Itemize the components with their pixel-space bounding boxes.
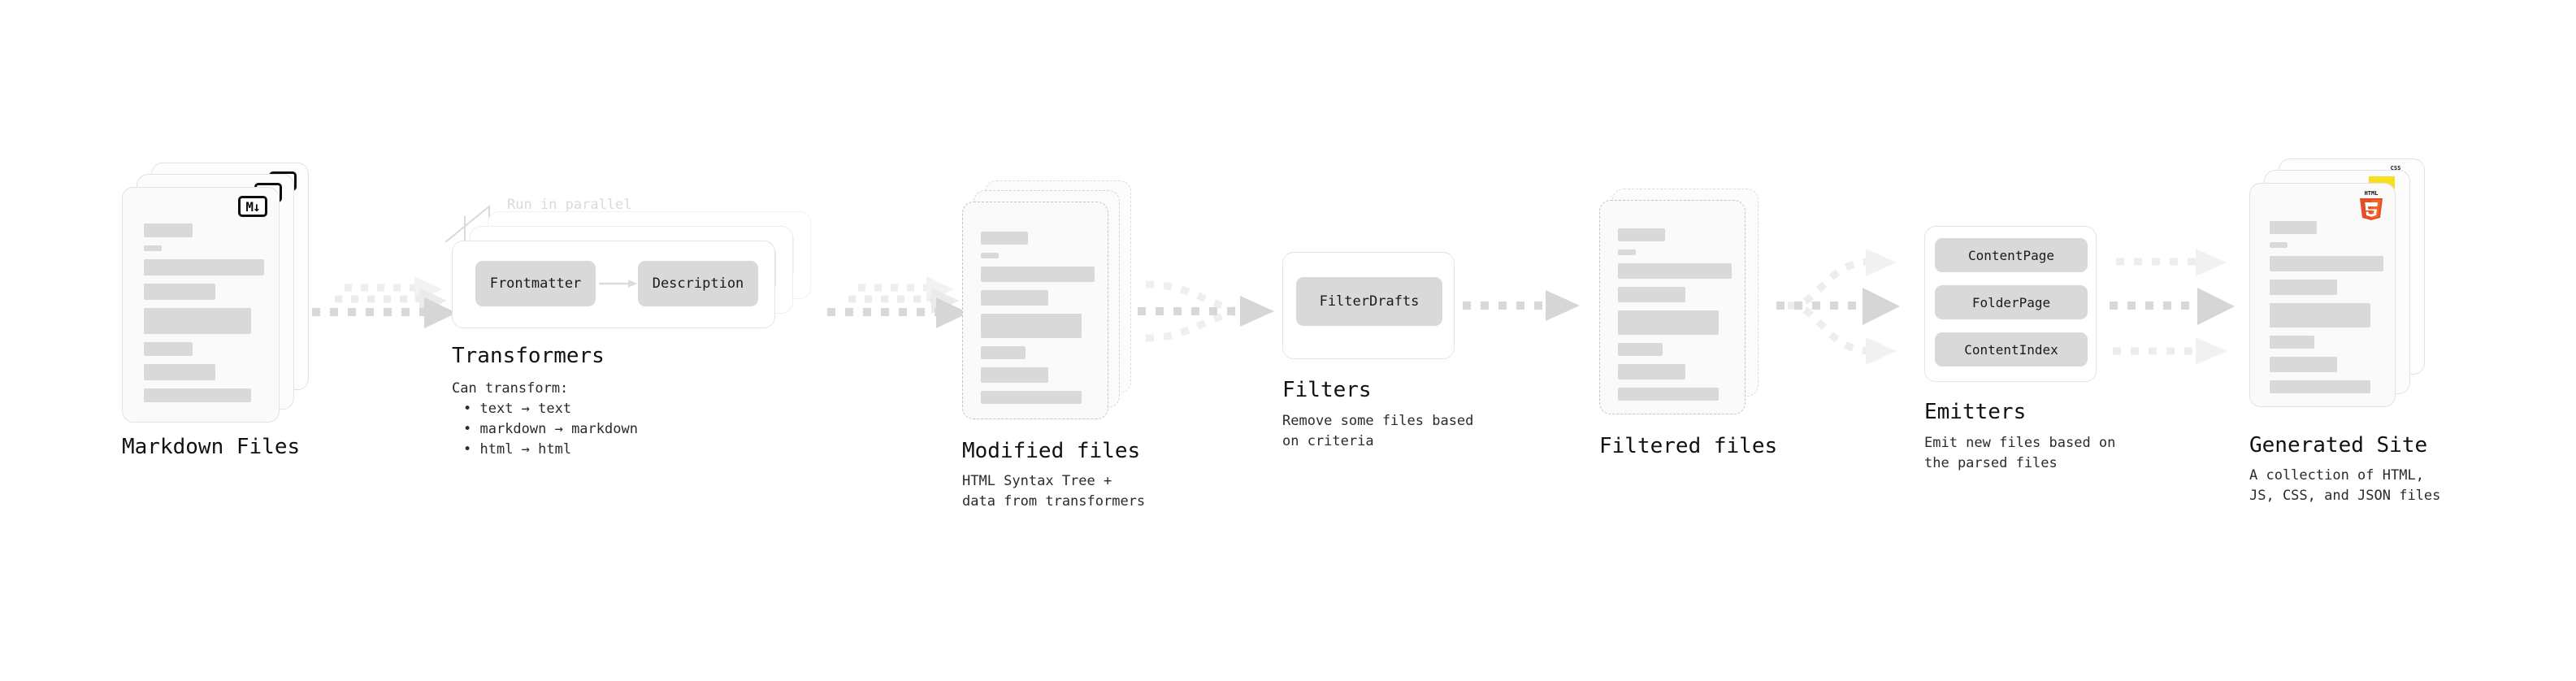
connector-filters-to-filtered [1463,290,1580,321]
connector-filtered-to-emitters [1776,249,1900,365]
markdown-card-stack: M↓ M↓ M↓ [122,163,309,423]
emitters-title: Emitters [1924,400,2027,424]
emitters-subtitle: Emit new files based on the parsed files [1924,435,2116,471]
modified-content-bars [981,232,1095,412]
markdown-badge: M↓ [238,196,267,217]
filters-title: Filters [1282,378,1372,402]
generated-card-front[interactable]: HTML [2249,183,2396,407]
html5-badge: HTML [2360,190,2383,220]
transformers-subtitle: Can transform: [452,380,569,397]
stage-markdown-files[interactable]: M↓ M↓ M↓ [122,163,309,459]
connector-transformers-to-modified [827,276,969,328]
modified-files-title: Modified files [962,439,1141,463]
filters-subtitle: Remove some files based on criteria [1282,413,1474,449]
transformer-inner-arrow [599,280,637,288]
modified-card-front[interactable] [962,202,1108,419]
emitters-chip-contentindex[interactable]: ContentIndex [1935,332,2088,367]
emitters-box[interactable]: ContentPage FolderPage ContentIndex [1924,226,2097,382]
svg-text:HTML: HTML [2365,190,2379,197]
filtered-content-bars [1618,228,1732,409]
filters-box[interactable]: FilterDrafts [1282,252,1455,359]
connector-markdown-to-transformers [312,276,457,328]
markdown-files-title: Markdown Files [122,435,301,459]
filtered-card-front[interactable] [1599,200,1746,414]
generated-site-subtitle: A collection of HTML, JS, CSS, and JSON … [2249,467,2441,504]
transformers-bullet-0: • text → text [463,401,572,417]
filtered-files-title: Filtered files [1599,434,1778,458]
connector-emitters-to-site [2110,249,2235,365]
stage-emitters[interactable]: ContentPage FolderPage ContentIndex Emit… [1924,226,2115,471]
stage-filtered-files[interactable]: Filtered files [1599,189,1778,458]
emitters-chip-folderpage[interactable]: FolderPage [1935,285,2088,319]
stage-filters[interactable]: FilterDrafts Filters Remove some files b… [1282,252,1473,449]
markdown-badge-letter: M [245,198,254,215]
transformer-chip-description[interactable]: Description [638,261,758,306]
markdown-card-front[interactable]: M↓ [122,187,280,423]
generated-card-stack: CSS HTML [2249,158,2452,427]
transformer-chip-frontmatter[interactable]: Frontmatter [475,261,596,306]
transformers-bullet-2: • html → html [463,441,572,458]
markdown-content-bars [144,223,264,410]
filters-chip-filterdrafts[interactable]: FilterDrafts [1296,277,1442,326]
emitters-chip-contentpage[interactable]: ContentPage [1935,238,2088,272]
run-in-parallel-label: Run in parallel [507,197,632,213]
modified-files-subtitle: HTML Syntax Tree + data from transformer… [962,473,1146,510]
connector-modified-to-filters [1138,280,1274,342]
stage-generated-site[interactable]: CSS HTML [2249,158,2452,504]
transformers-title: Transformers [452,344,605,368]
filtered-card-stack [1599,189,1778,424]
modified-card-stack [962,180,1149,424]
generated-content-bars [2270,221,2383,401]
generated-site-title: Generated Site [2249,433,2428,458]
transformers-bullet-1: • markdown → markdown [463,421,638,437]
transformer-box-front[interactable]: Frontmatter Description [452,241,775,328]
stage-modified-files[interactable]: Modified files HTML Syntax Tree + data f… [962,180,1149,510]
